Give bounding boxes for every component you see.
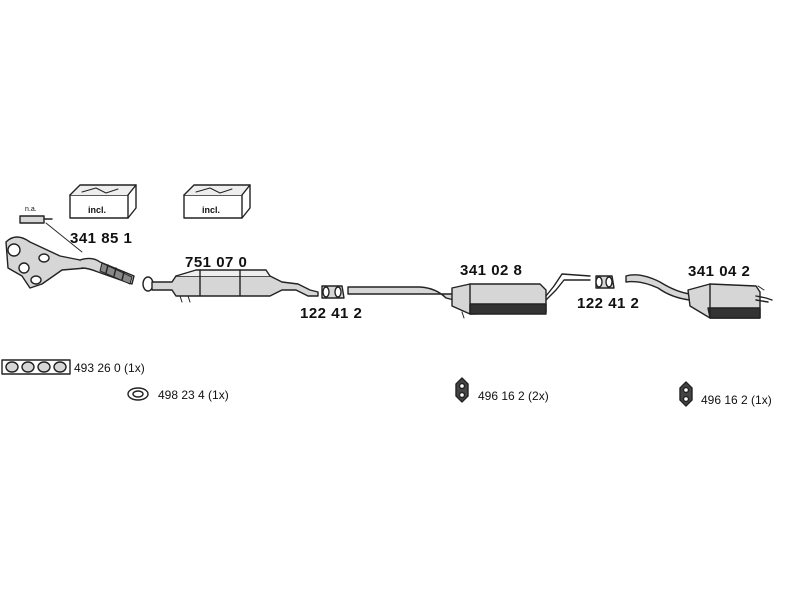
rubber-hanger-mid-icon [455, 377, 469, 403]
accessory-hanger-rear: 496 16 2 (1x) [701, 393, 772, 407]
part-number-122412-a: 122 41 2 [300, 305, 363, 322]
accessory-gasket-ring: 498 23 4 (1x) [158, 388, 229, 402]
sensor-leader-line [45, 222, 83, 253]
rubber-hanger-rear-icon [679, 381, 693, 407]
rear-silencer-341042 [625, 274, 773, 319]
accessory-manifold-gasket: 493 26 0 (1x) [74, 361, 145, 375]
clamp-122412-a-icon [321, 285, 345, 299]
middle-silencer-341028 [347, 273, 591, 319]
part-number-751070: 751 07 0 [185, 254, 248, 271]
part-number-341028: 341 02 8 [460, 262, 523, 279]
exhaust-manifold-icon [5, 236, 87, 289]
incl-box-2-icon [183, 184, 251, 219]
manifold-gasket-icon [1, 359, 71, 375]
na-label: n.a. [25, 206, 37, 213]
part-number-341042: 341 04 2 [688, 263, 751, 280]
incl-label-2: incl. [202, 205, 221, 215]
oxygen-sensor-icon [19, 215, 53, 224]
part-number-122412-b: 122 41 2 [577, 295, 640, 312]
catalytic-converter-751070 [142, 269, 319, 303]
accessory-hanger-mid: 496 16 2 (2x) [478, 389, 549, 403]
clamp-122412-b-icon [595, 275, 615, 289]
incl-box-1-icon [69, 184, 137, 219]
incl-label-1: incl. [88, 205, 107, 215]
part-number-341851: 341 85 1 [70, 230, 133, 247]
gasket-ring-icon [127, 387, 149, 401]
